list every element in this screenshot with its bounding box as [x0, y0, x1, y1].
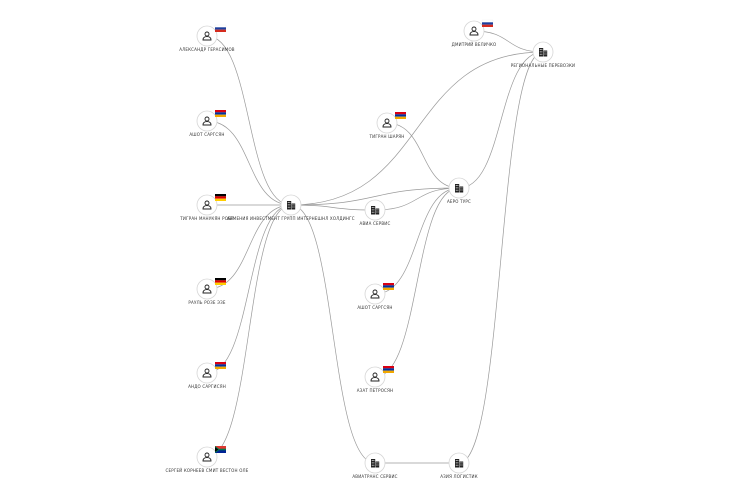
person-node-p10[interactable]: ДМИТРИЙ ВЕЛИЧКО — [452, 19, 497, 47]
person-icon — [202, 31, 212, 41]
node-label: СЕРГЕЙ КОРНЕЕВ СМИТ ВЕСТОН ОЛЕ — [165, 468, 248, 473]
person-node-p9[interactable]: АЗАТ ПЕТРОСЯН — [357, 366, 394, 393]
node-label: ТИГРАН МАНУКЯН РОБЕ — [179, 216, 234, 221]
person-node-p3[interactable]: ТИГРАН МАНУКЯН РОБЕ — [179, 194, 234, 221]
graph-edge-p1-c_center — [206, 35, 292, 206]
person-icon — [202, 200, 212, 210]
flag-am-icon — [383, 366, 394, 373]
building-icon — [371, 459, 380, 468]
person-node-p1[interactable]: АЛЕКСАНДР ГЕРАСИМОВ — [179, 24, 235, 52]
graph-edge-c_center-c_mid — [290, 204, 376, 211]
building-icon — [539, 48, 548, 57]
person-node-p4[interactable]: РАУЛЬ РОЗЕ ЭЗЕ — [188, 278, 226, 305]
person-node-p6[interactable]: СЕРГЕЙ КОРНЕЕВ СМИТ ВЕСТОН ОЛЕ — [165, 446, 249, 473]
flag-am-icon — [215, 362, 226, 369]
graph-nodes: АЛЕКСАНДР ГЕРАСИМОВ АШОТ САРГСЯН ТИГРАН МА… — [165, 19, 576, 479]
person-icon — [202, 368, 212, 378]
graph-edge-c_bottom2-c_topright — [458, 51, 544, 464]
person-node-p8[interactable]: АШОТ САРГСЯН — [357, 283, 394, 310]
person-icon — [202, 116, 212, 126]
person-icon — [469, 26, 479, 36]
graph-edge-c_center-c_right — [290, 187, 460, 206]
person-icon — [202, 284, 212, 294]
node-label: АНДО САРГИСЯН — [188, 384, 226, 389]
node-label: АЗАТ ПЕТРОСЯН — [357, 388, 393, 393]
person-icon — [370, 289, 380, 299]
flag-ru-icon — [481, 19, 494, 27]
company-node-c_bottom2[interactable]: АЗИЯ ЛОГИСТИК — [440, 452, 478, 479]
flag-am-icon — [395, 112, 406, 119]
graph-edge-p2-c_center — [206, 120, 292, 206]
building-icon — [455, 459, 464, 468]
flag-am-icon — [215, 110, 226, 117]
graph-edge-p7-c_right — [386, 122, 460, 189]
company-node-c_bottom[interactable]: АВИАТРАНС СЕРВИС — [352, 452, 397, 479]
node-label: АЛЕКСАНДР ГЕРАСИМОВ — [179, 47, 235, 52]
flag-za-icon — [215, 446, 226, 453]
node-label: АЗИЯ ЛОГИСТИК — [440, 474, 478, 479]
node-label: РЕГИОНАЛЬНЫЕ ПЕРЕВОЗКИ — [511, 63, 576, 68]
graph-edge-c_right-c_topright — [458, 51, 544, 189]
node-label: АВИАТРАНС СЕРВИС — [352, 474, 397, 479]
graph-edges — [206, 30, 544, 464]
person-node-p7[interactable]: ТИГРАН ШАРЯН — [369, 112, 406, 139]
flag-de-icon — [215, 194, 226, 201]
graph-edge-p9-c_right — [374, 187, 460, 378]
node-label: ТИГРАН ШАРЯН — [369, 134, 405, 139]
node-label: АЕРО ТУРС — [447, 199, 471, 204]
node-label: АШОТ САРГСЯН — [357, 305, 392, 310]
graph-edge-c_mid-c_right — [374, 187, 460, 211]
node-label: АШОТ САРГСЯН — [189, 132, 224, 137]
flag-ru-icon — [214, 24, 227, 32]
building-icon — [287, 201, 296, 210]
flag-de-icon — [215, 278, 226, 285]
building-icon — [455, 184, 464, 193]
node-label: АРМЕНИЯ ИНВЕСТМЕНТ ГРУПП ИНТЕРНЕШНЛ ХОЛД… — [227, 216, 355, 221]
person-node-p2[interactable]: АШОТ САРГСЯН — [189, 110, 226, 137]
node-label: ДМИТРИЙ ВЕЛИЧКО — [452, 42, 497, 47]
graph-edge-c_center-c_topright — [290, 51, 544, 206]
company-node-c_mid[interactable]: АВИА СЕРВИС — [360, 199, 391, 226]
graph-edge-p5-c_center — [206, 204, 292, 374]
person-icon — [370, 372, 380, 382]
company-node-c_right[interactable]: АЕРО ТУРС — [447, 177, 471, 204]
person-icon — [202, 452, 212, 462]
graph-edge-p4-c_center — [206, 204, 292, 290]
node-label: РАУЛЬ РОЗЕ ЭЗЕ — [188, 300, 225, 305]
person-icon — [382, 118, 392, 128]
node-label: АВИА СЕРВИС — [360, 221, 391, 226]
company-node-c_topright[interactable]: РЕГИОНАЛЬНЫЕ ПЕРЕВОЗКИ — [511, 41, 576, 68]
company-node-c_center[interactable]: АРМЕНИЯ ИНВЕСТМЕНТ ГРУПП ИНТЕРНЕШНЛ ХОЛД… — [227, 194, 355, 221]
flag-am-icon — [383, 283, 394, 290]
graph-edge-p6-c_center — [206, 204, 292, 458]
building-icon — [371, 206, 380, 215]
person-node-p5[interactable]: АНДО САРГИСЯН — [188, 362, 226, 389]
graph-edge-c_center-c_bottom — [290, 204, 376, 464]
